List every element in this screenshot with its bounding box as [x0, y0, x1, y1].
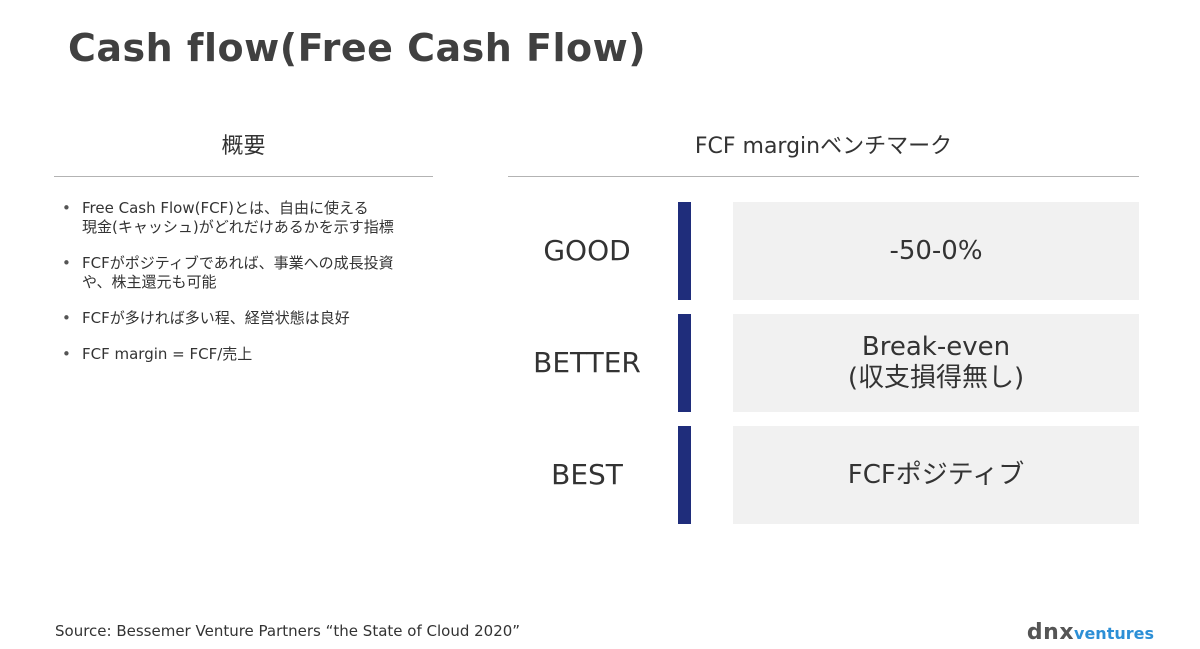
- bullet-line: Free Cash Flow(FCF)とは、自由に使える: [82, 199, 369, 217]
- benchmark-accent-bar: [678, 202, 691, 300]
- bullet-item: Free Cash Flow(FCF)とは、自由に使える 現金(キャッシュ)がど…: [62, 199, 433, 237]
- benchmark-value-box: -50-0%: [733, 202, 1139, 300]
- overview-panel: 概要 Free Cash Flow(FCF)とは、自由に使える 現金(キャッシュ…: [54, 130, 433, 381]
- overview-bullet-list: Free Cash Flow(FCF)とは、自由に使える 現金(キャッシュ)がど…: [54, 199, 433, 364]
- benchmark-label: GOOD: [543, 234, 631, 267]
- page-title: Cash flow(Free Cash Flow): [68, 26, 647, 70]
- benchmark-value-note: (収支損得無し): [847, 363, 1025, 393]
- bullet-item: FCF margin = FCF/売上: [62, 345, 433, 364]
- source-citation: Source: Bessemer Venture Partners “the S…: [55, 622, 521, 640]
- benchmark-row-best: BEST FCFポジティブ: [508, 426, 1139, 524]
- bullet-line: FCF margin = FCF/売上: [82, 345, 253, 363]
- benchmark-row-good: GOOD -50-0%: [508, 202, 1139, 300]
- overview-divider: [54, 176, 433, 177]
- dnx-ventures-logo: dnxventures: [1027, 620, 1154, 645]
- bullet-line: 現金(キャッシュ)がどれだけあるかを示す指標: [82, 218, 394, 236]
- benchmark-value: FCFポジティブ: [847, 459, 1025, 490]
- benchmark-value: -50-0%: [889, 235, 983, 266]
- benchmark-accent-bar: [678, 314, 691, 412]
- bullet-line: FCFが多ければ多い程、経営状態は良好: [82, 309, 350, 327]
- bullet-item: FCFが多ければ多い程、経営状態は良好: [62, 309, 433, 328]
- benchmark-label: BEST: [551, 458, 623, 491]
- benchmark-value-box: FCFポジティブ: [733, 426, 1139, 524]
- benchmark-accent-bar: [678, 426, 691, 524]
- bullet-line: や、株主還元も可能: [82, 273, 217, 291]
- benchmark-divider: [508, 176, 1139, 177]
- benchmark-heading: FCF marginベンチマーク: [694, 134, 953, 159]
- logo-wordmark-sub: ventures: [1074, 624, 1154, 643]
- benchmark-label: BETTER: [533, 346, 641, 379]
- benchmark-value: Break-even: [861, 332, 1011, 362]
- benchmark-row-better: BETTER Break-even (収支損得無し): [508, 314, 1139, 412]
- logo-wordmark: dnx: [1026, 620, 1075, 645]
- bullet-line: FCFがポジティブであれば、事業への成長投資: [82, 254, 394, 272]
- benchmark-value-box: Break-even (収支損得無し): [733, 314, 1139, 412]
- bullet-item: FCFがポジティブであれば、事業への成長投資 や、株主還元も可能: [62, 254, 433, 292]
- benchmark-panel: FCF marginベンチマーク: [508, 130, 1139, 177]
- overview-heading: 概要: [221, 134, 266, 159]
